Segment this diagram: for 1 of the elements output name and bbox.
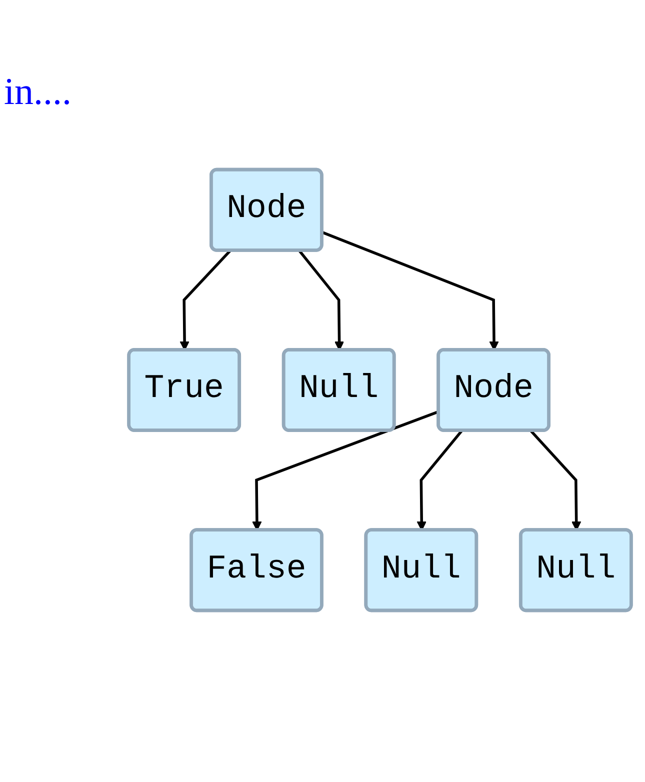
note-text: in.... bbox=[4, 70, 72, 114]
